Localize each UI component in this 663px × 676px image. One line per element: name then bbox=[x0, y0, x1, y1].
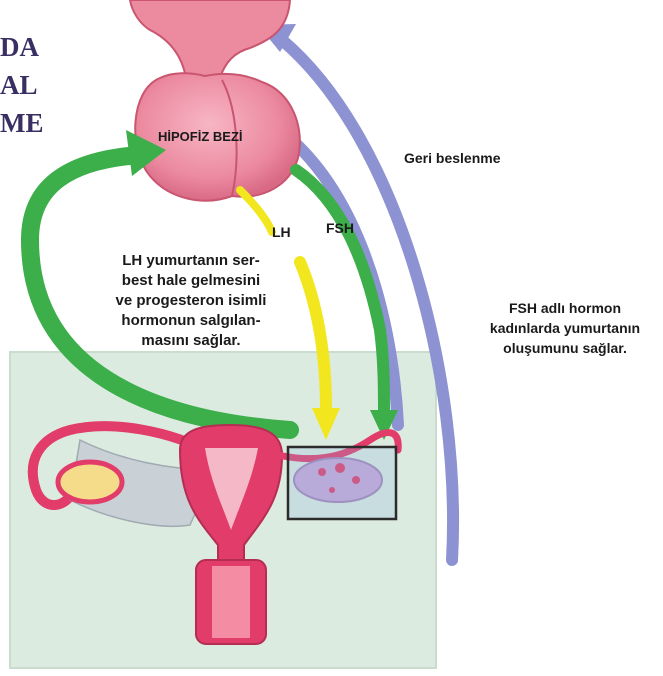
hypothalamus-stalk bbox=[130, 0, 290, 78]
feedback-label: Geri beslenme bbox=[404, 150, 501, 167]
fsh-label: FSH bbox=[326, 220, 354, 237]
lh-description-line: best hale gelmesini bbox=[84, 271, 298, 291]
fsh-description-line: kadınlarda yumurtanın bbox=[470, 318, 660, 338]
lh-description: LH yumurtanın ser- best hale gelmesini v… bbox=[84, 251, 298, 351]
lh-description-line: hormonun salgılan- bbox=[84, 311, 298, 331]
lh-description-line: masını sağlar. bbox=[84, 331, 298, 351]
gland-label: HİPOFİZ BEZİ bbox=[158, 128, 243, 145]
fsh-description: FSH adlı hormon kadınlarda yumurtanın ol… bbox=[470, 298, 660, 358]
ovary-highlight-box bbox=[288, 447, 396, 519]
ovary-left bbox=[58, 462, 122, 502]
fsh-description-line: oluşumunu sağlar. bbox=[470, 338, 660, 358]
lh-label: LH bbox=[272, 224, 291, 241]
fsh-description-line: FSH adlı hormon bbox=[470, 298, 660, 318]
lh-description-line: ve progesteron isimli bbox=[84, 291, 298, 311]
cervix-inner bbox=[212, 566, 250, 638]
pituitary-gland bbox=[130, 0, 300, 201]
lh-description-line: LH yumurtanın ser- bbox=[84, 251, 298, 271]
